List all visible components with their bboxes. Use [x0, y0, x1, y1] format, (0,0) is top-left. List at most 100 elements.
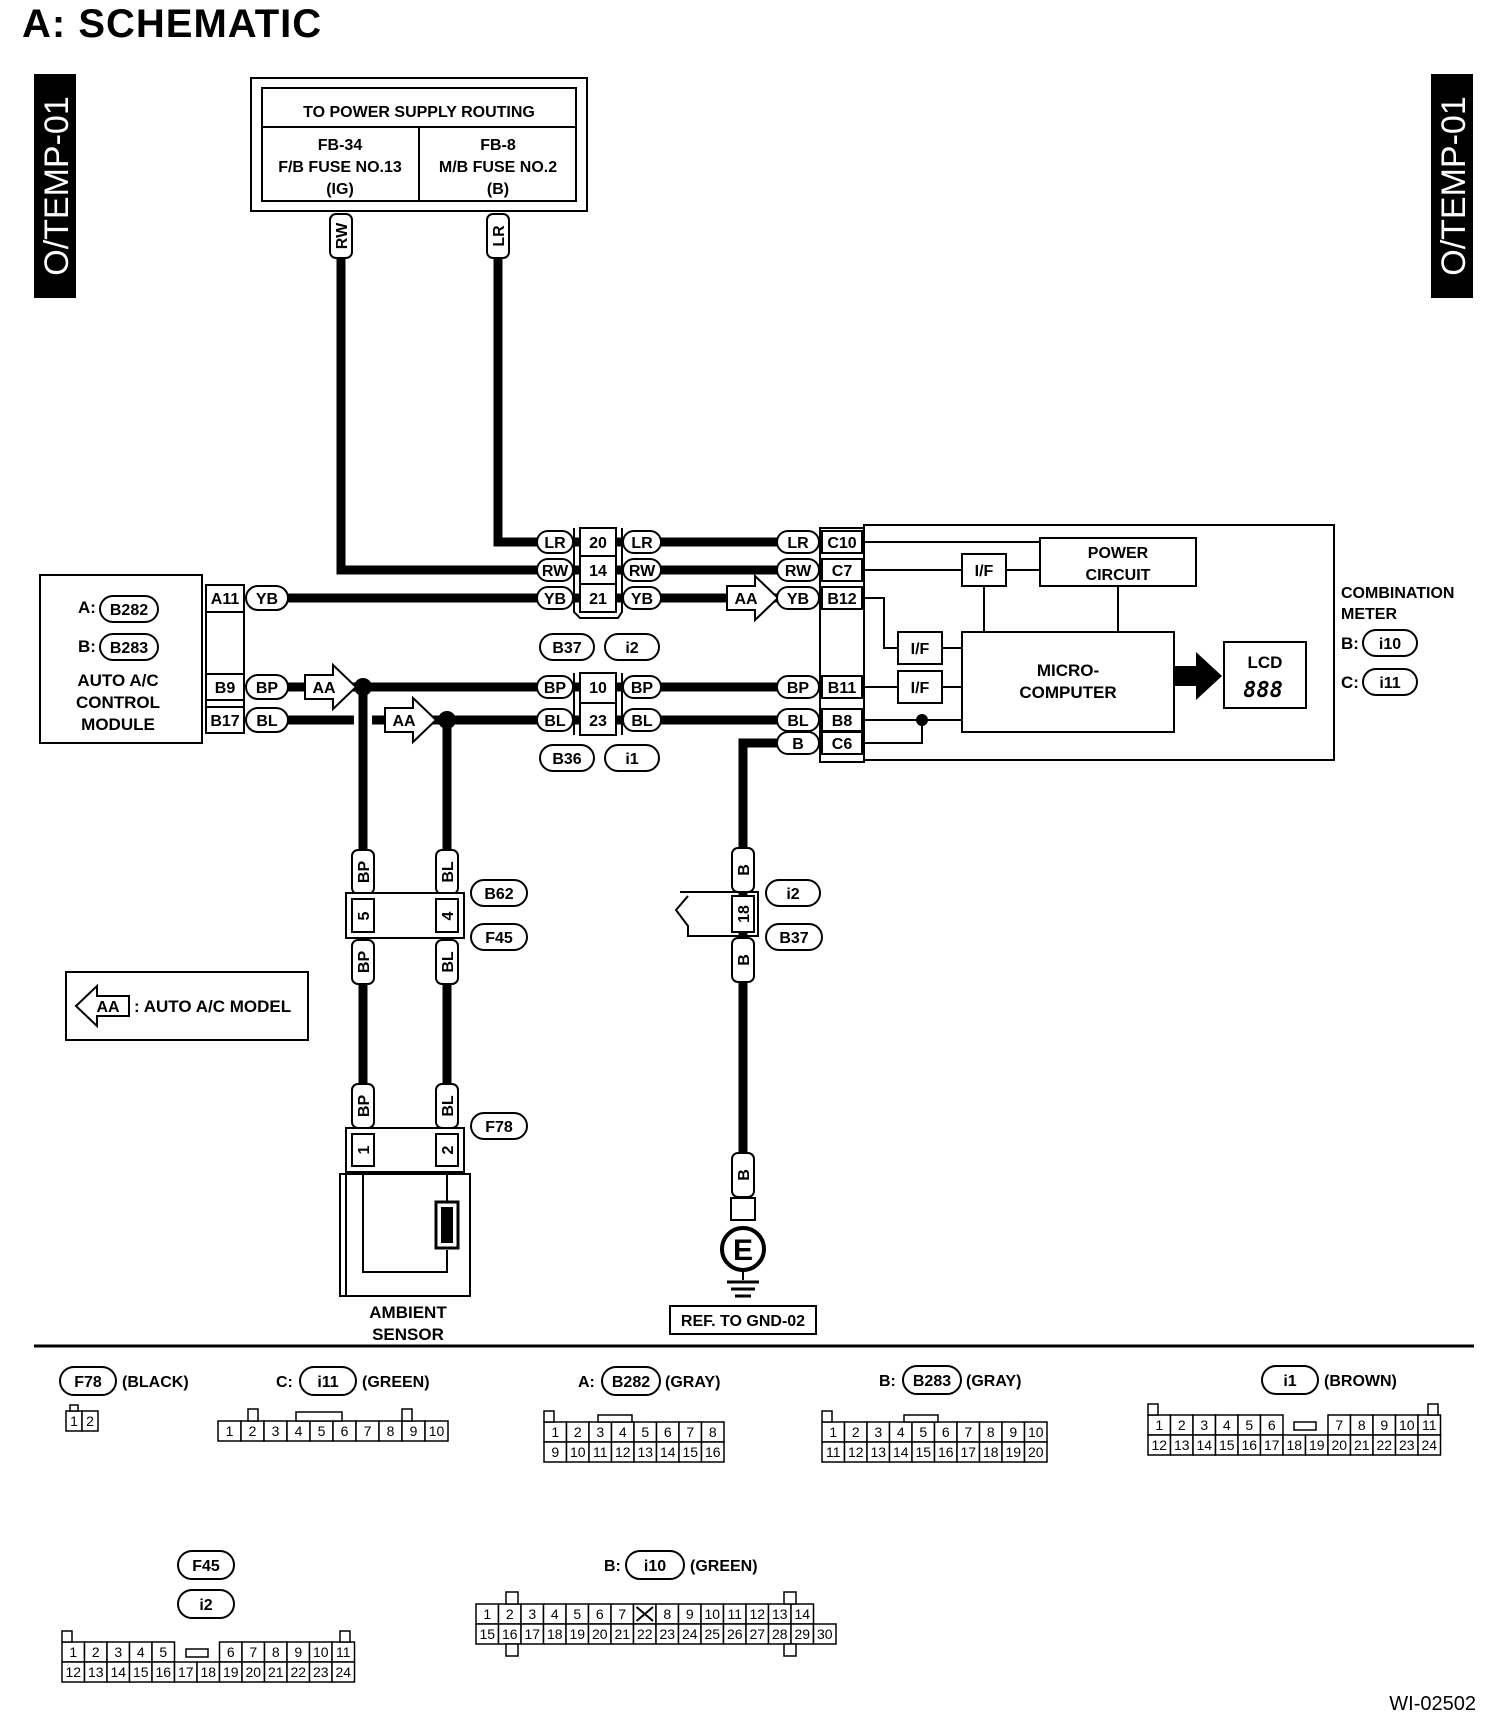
pin-number: 22 [290, 1664, 306, 1680]
pin-number: 16 [705, 1444, 721, 1460]
pin-number: 22 [637, 1626, 653, 1642]
lcd: LCD [1248, 653, 1283, 672]
svg-text:B11: B11 [828, 680, 857, 697]
pin-number: 22 [1376, 1437, 1392, 1453]
svg-text:O/TEMP-01: O/TEMP-01 [1435, 96, 1473, 275]
pin-number: 14 [110, 1664, 126, 1680]
svg-text:B37: B37 [779, 930, 808, 947]
svg-text:LR: LR [787, 535, 809, 552]
splice-bl [438, 711, 456, 729]
connector-latch [1147, 1403, 1159, 1416]
pin-number: 9 [410, 1423, 418, 1439]
pin-number: 14 [794, 1606, 810, 1622]
svg-text:1: 1 [356, 1145, 373, 1154]
svg-text:(GREEN): (GREEN) [362, 1374, 430, 1391]
svg-text:LR: LR [544, 535, 566, 552]
pin-number: 5 [919, 1424, 927, 1440]
svg-text:FB-34: FB-34 [318, 137, 363, 154]
connector-i10: i10 [1379, 636, 1401, 653]
svg-text:REF. TO GND-02: REF. TO GND-02 [681, 1313, 805, 1330]
svg-text:(IG): (IG) [326, 181, 354, 198]
connector-f78-body: 1 2 [345, 1127, 465, 1173]
connector-pin [424, 1420, 449, 1442]
svg-text:2: 2 [440, 1145, 457, 1154]
connector-b36 [539, 744, 595, 772]
pin-number: 12 [848, 1444, 864, 1460]
svg-text:YB: YB [787, 591, 809, 608]
pin-number: 28 [772, 1626, 788, 1642]
svg-text:A:: A: [78, 598, 96, 617]
connector-pin [700, 1441, 725, 1463]
svg-text:AA: AA [392, 713, 416, 730]
svg-text:COMPUTER: COMPUTER [1019, 683, 1116, 702]
combination-meter-label: COMBINATION METER B: i10 C: i11 [1341, 585, 1454, 696]
svg-text:BP: BP [787, 680, 810, 697]
svg-text:i1: i1 [625, 751, 638, 768]
svg-text:F78: F78 [485, 1119, 513, 1136]
meter-pins: C10 C7 B12 B11 B8 C6 [821, 530, 863, 755]
svg-text:i2: i2 [786, 886, 799, 903]
svg-text:B:: B: [78, 637, 96, 656]
svg-text:B: B [792, 736, 804, 753]
pin-number: 13 [88, 1664, 104, 1680]
connector-latch [69, 1404, 79, 1412]
if-block-top: I/F [975, 563, 994, 580]
pin-number: 15 [1219, 1437, 1235, 1453]
pin-number: 11 [336, 1644, 351, 1660]
connector-i2 [604, 633, 660, 661]
pin-number: 16 [938, 1444, 954, 1460]
svg-text:C7: C7 [832, 563, 853, 580]
svg-text:F78: F78 [74, 1374, 102, 1391]
pin-number: 20 [245, 1664, 261, 1680]
connector-latch [61, 1630, 73, 1643]
svg-text:E: E [733, 1234, 753, 1267]
page-ref-left: O/TEMP-01 [34, 74, 76, 298]
svg-text:i2: i2 [625, 640, 638, 657]
pin-number: 10 [313, 1644, 329, 1660]
svg-text:i2: i2 [199, 1597, 212, 1614]
pin-number: 1 [1155, 1417, 1163, 1433]
pin-number: 9 [551, 1444, 559, 1460]
combination-meter: C10 C7 B12 B11 B8 C6 LR RW YB BP BL B I/… [776, 524, 1335, 763]
svg-text:: AUTO A/C MODEL: : AUTO A/C MODEL [134, 997, 291, 1016]
svg-text:YB: YB [544, 591, 566, 608]
svg-text:LR: LR [631, 535, 653, 552]
svg-text:B9: B9 [215, 680, 236, 697]
pin-number: 17 [960, 1444, 976, 1460]
pin-number: 4 [295, 1423, 303, 1439]
wire-tag-rw-top: RW [329, 213, 353, 259]
svg-text:20: 20 [589, 535, 607, 552]
svg-text:COMBINATION: COMBINATION [1341, 585, 1454, 602]
pin-number: 23 [313, 1664, 329, 1680]
pin-number: 12 [615, 1444, 631, 1460]
svg-text:B: B [736, 954, 753, 966]
connector-i2-ground [765, 879, 821, 907]
svg-text:SENSOR: SENSOR [372, 1325, 444, 1344]
svg-text:AA: AA [734, 591, 758, 608]
pin-number: 2 [852, 1424, 860, 1440]
pin-number: 11 [593, 1444, 608, 1460]
svg-text:i10: i10 [644, 1558, 666, 1575]
svg-text:B62: B62 [484, 886, 513, 903]
pin-number: 29 [794, 1626, 810, 1642]
pin-number: 25 [704, 1626, 720, 1642]
connector-b37-ground [765, 923, 823, 951]
pin-number: 7 [686, 1424, 694, 1440]
pin-number: 8 [663, 1606, 671, 1622]
svg-text:(B): (B) [487, 181, 509, 198]
pin-number: 26 [727, 1626, 743, 1642]
pin-number: 8 [387, 1423, 395, 1439]
svg-text:YB: YB [256, 591, 278, 608]
svg-text:FB-8: FB-8 [480, 137, 516, 154]
pin-number: 5 [1245, 1417, 1253, 1433]
svg-text:10: 10 [589, 680, 607, 697]
pin-number: 12 [1151, 1437, 1167, 1453]
pin-number: 19 [1005, 1444, 1021, 1460]
pin-number: 8 [987, 1424, 995, 1440]
connector-latch [505, 1591, 519, 1605]
figure-id: WI-02502 [1389, 1693, 1476, 1715]
legend-auto-ac: AA : AUTO A/C MODEL [65, 971, 309, 1041]
connector-b62-f45-body: 5 4 [345, 892, 465, 939]
connector-b62 [470, 879, 528, 907]
